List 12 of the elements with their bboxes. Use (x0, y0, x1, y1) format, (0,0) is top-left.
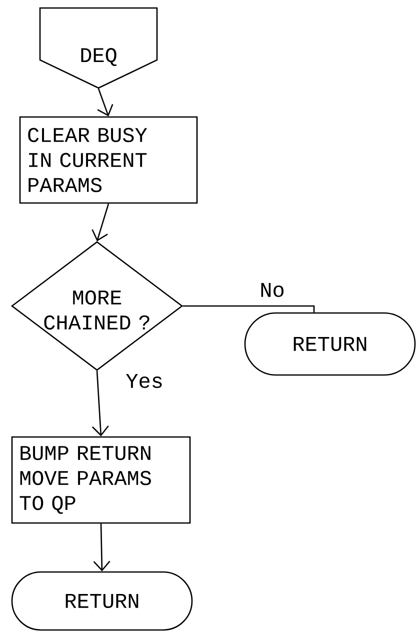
connector-line (182, 305, 315, 312)
terminal-box: RETURN (244, 312, 416, 376)
edge-label: Yes (126, 374, 162, 388)
process-box: BUMP RETURN MOVE PARAMS TO QP (11, 436, 191, 524)
arrow (97, 88, 114, 116)
arrow (92, 370, 109, 436)
terminal-box: RETURN (11, 571, 193, 631)
arrow (92, 203, 110, 242)
process-box: CLEAR BUSY IN CURRENT PARAMS (19, 116, 198, 204)
offpage-connector: DEQ (39, 7, 158, 89)
arrow (93, 524, 110, 572)
edge-label: No (261, 283, 284, 298)
